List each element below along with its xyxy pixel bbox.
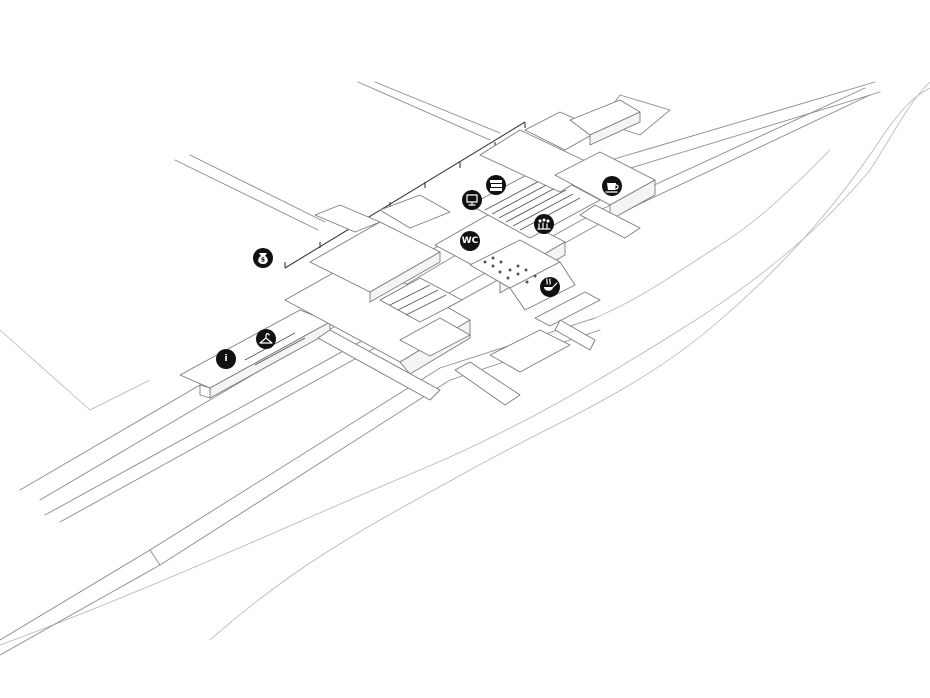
info-icon-label: i [224,354,227,364]
building-volumes [179,99,656,406]
coffee-cup-icon[interactable] [602,176,622,196]
cooking-pan-icon[interactable] [540,277,560,297]
tables-pattern [483,256,537,284]
money-bag-icon[interactable]: $ [253,248,273,268]
audience-icon[interactable] [534,214,554,234]
monitor-icon[interactable] [462,190,482,210]
info-icon[interactable]: i [216,349,236,369]
upper-road [174,81,671,231]
coat-hanger-icon[interactable] [256,329,276,349]
main-axis-line [284,121,526,269]
function-markers: i $ WC [216,175,622,369]
wc-icon[interactable]: WC [460,231,480,251]
railway-track [0,81,881,656]
terrain-lines [0,81,930,646]
wc-icon-label: WC [462,236,479,246]
svg-text:$: $ [261,257,265,264]
books-icon[interactable] [486,175,506,195]
auditorium-seating [484,177,581,231]
platform-details [244,284,447,366]
